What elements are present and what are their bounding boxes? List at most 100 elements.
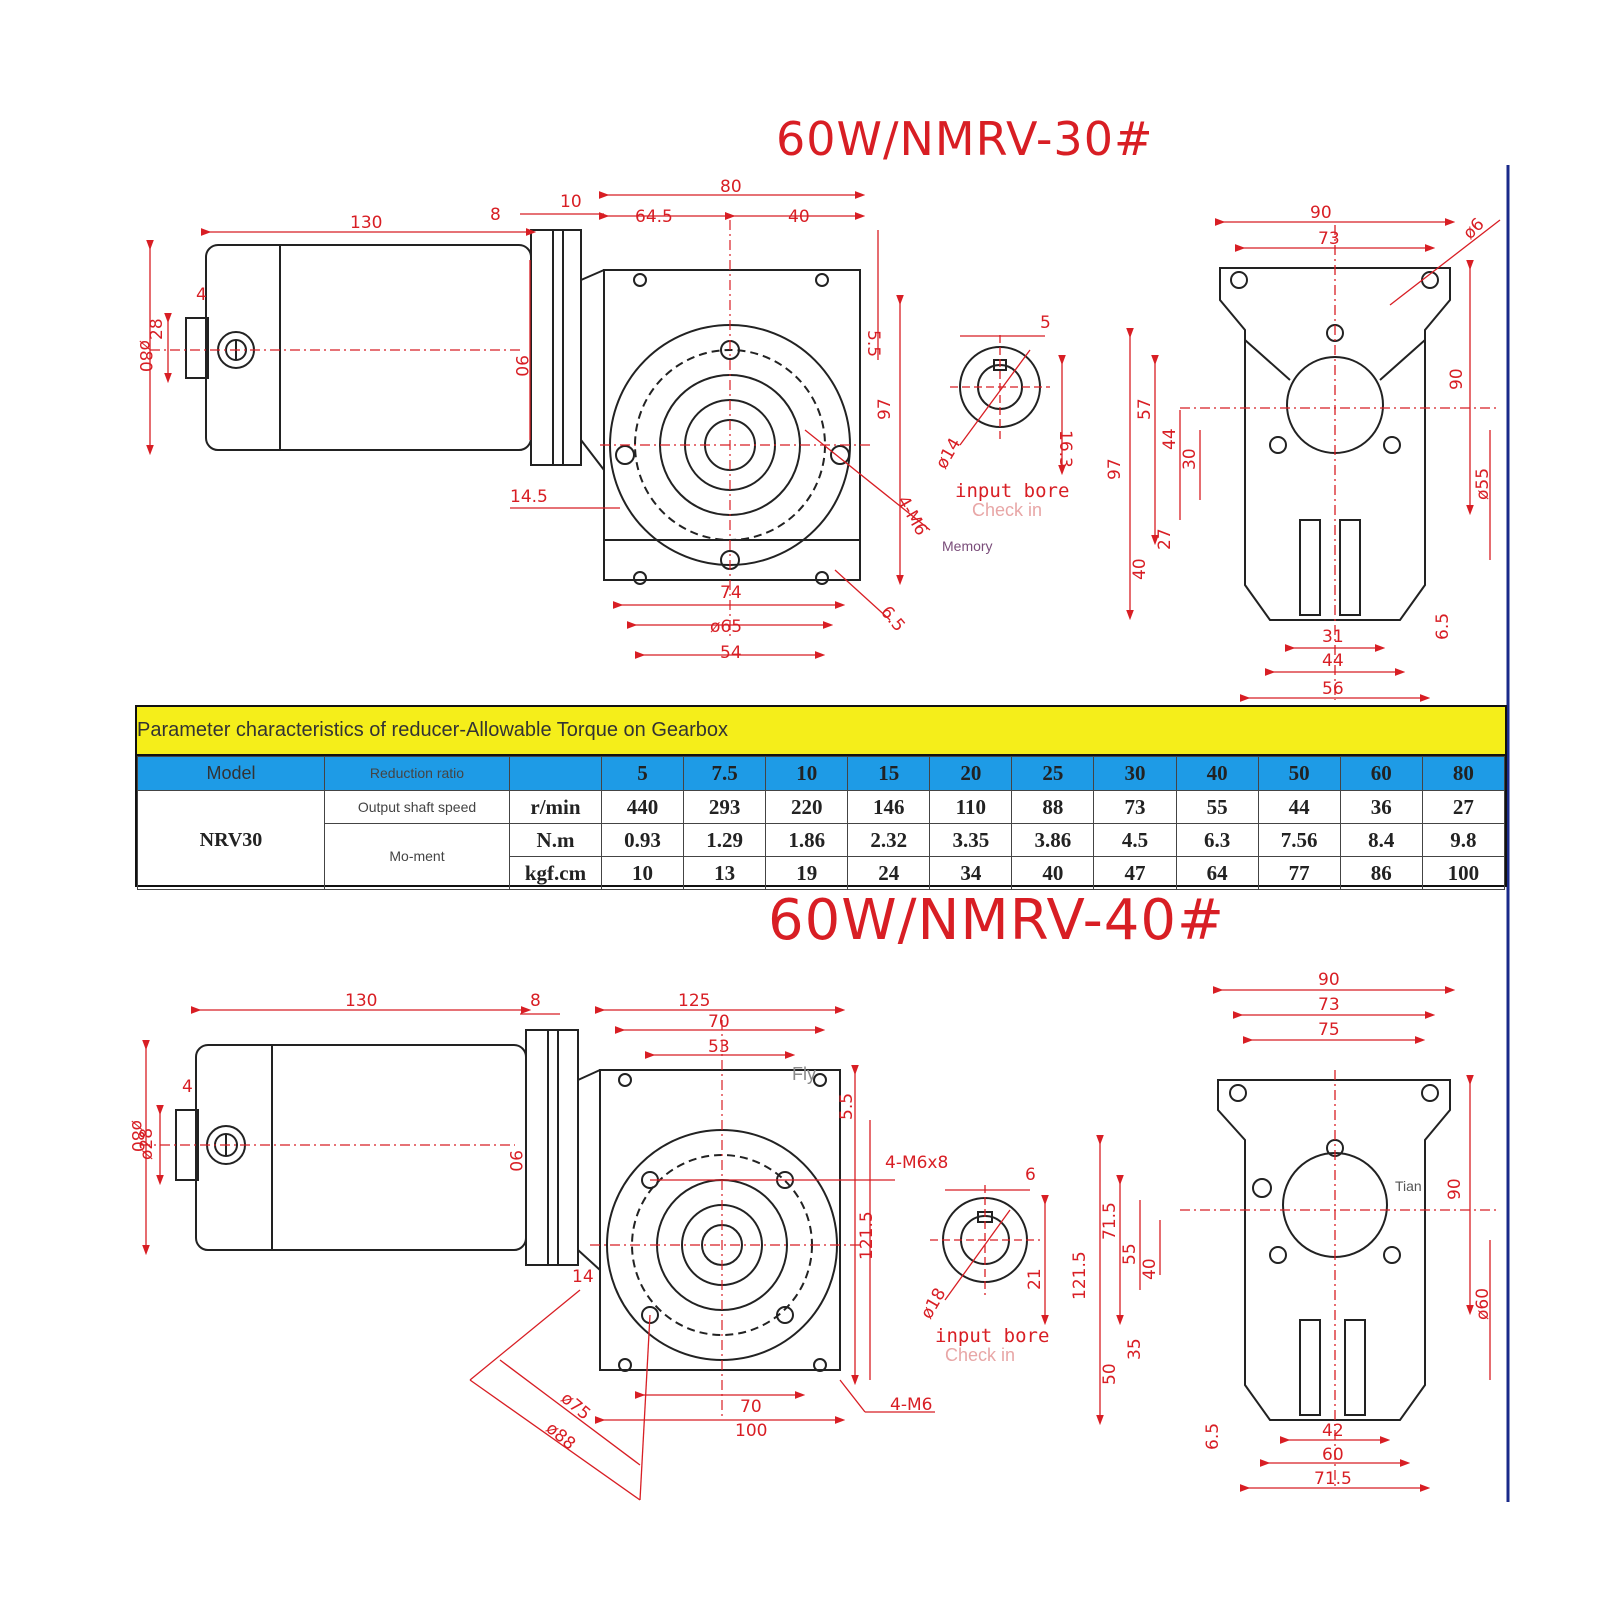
watermark: Fly bbox=[792, 1064, 816, 1084]
dim-label: ø28 bbox=[137, 1128, 157, 1160]
bore-label-30: input bore bbox=[955, 480, 1070, 502]
value-cell: 24 bbox=[847, 856, 931, 890]
dim-label: 27 bbox=[1155, 528, 1175, 550]
dim-label: 44 bbox=[1322, 651, 1344, 671]
value-cell: 4.5 bbox=[1093, 823, 1177, 857]
nmrv40-bore-dims bbox=[930, 1185, 1049, 1326]
value-cell: 55 bbox=[1175, 790, 1259, 824]
row-label: Mo-ment bbox=[324, 823, 510, 890]
dim-label: 71.5 bbox=[1100, 1202, 1120, 1240]
value-cell: 1.29 bbox=[683, 823, 767, 857]
unit-cell: kgf.cm bbox=[509, 856, 602, 890]
model-cell: NRV30 bbox=[137, 790, 325, 890]
dim-label: 40 bbox=[1130, 558, 1150, 580]
table-heading: Parameter characteristics of reducer-All… bbox=[137, 707, 1505, 756]
dim-label: 54 bbox=[720, 643, 742, 663]
nmrv40-front-dims bbox=[1096, 986, 1500, 1492]
dim-label: 5.5 bbox=[863, 330, 883, 357]
dim-label: 125 bbox=[678, 991, 710, 1011]
value-cell: 0.93 bbox=[600, 823, 685, 857]
value-cell: 40 bbox=[1011, 856, 1095, 890]
ratio-cell: 15 bbox=[847, 756, 931, 791]
dim-label: 4-M6x8 bbox=[885, 1153, 948, 1173]
dim-label: 73 bbox=[1318, 229, 1340, 249]
nmrv40-front-view bbox=[1217, 1079, 1451, 1421]
value-cell: 100 bbox=[1421, 856, 1506, 890]
dim-label: 6.5 bbox=[876, 602, 909, 636]
dim-label: ø55 bbox=[1473, 468, 1493, 500]
ratio-cell: 40 bbox=[1175, 756, 1259, 791]
dim-label: 6.5 bbox=[1203, 1423, 1223, 1450]
ratio-cell: 7.5 bbox=[683, 756, 767, 791]
bore-label-40: input bore bbox=[935, 1325, 1050, 1347]
dim-label: 50 bbox=[1100, 1363, 1120, 1385]
ratio-cell: 10 bbox=[765, 756, 849, 791]
dim-label: 90 bbox=[1447, 368, 1467, 390]
dim-label: 4 bbox=[182, 1077, 193, 1097]
dim-label: 6 bbox=[1025, 1165, 1036, 1185]
dim-label: 28 bbox=[147, 318, 167, 340]
dim-label: 121.5 bbox=[857, 1211, 877, 1260]
nmrv40-side-view bbox=[175, 1029, 841, 1372]
dim-label: 97 bbox=[1105, 458, 1125, 480]
dim-label: ø80 bbox=[135, 340, 155, 372]
dim-label: 14 bbox=[572, 1267, 594, 1287]
blank-cell bbox=[509, 756, 602, 791]
torque-table: Model Reduction ratio 5 7.5 10 15 20 25 … bbox=[137, 756, 1506, 890]
dim-label: 16.3 bbox=[1055, 430, 1075, 468]
table-row: NRV30 Output shaft speed r/min 440 293 2… bbox=[137, 790, 1506, 890]
dim-label: ø65 bbox=[710, 617, 742, 637]
dim-label: 60 bbox=[1322, 1445, 1344, 1465]
dim-label: 8 bbox=[530, 991, 541, 1011]
unit-cell: r/min bbox=[509, 790, 602, 824]
ratio-row: Model Reduction ratio 5 7.5 10 15 20 25 … bbox=[137, 756, 1506, 791]
dim-label: 100 bbox=[735, 1421, 767, 1441]
dim-label: ø80 bbox=[127, 1120, 147, 1152]
dim-label: 35 bbox=[1125, 1338, 1145, 1360]
ratio-header: Reduction ratio bbox=[324, 756, 510, 791]
dim-label: ø6 bbox=[1459, 214, 1488, 243]
value-cell: 36 bbox=[1339, 790, 1423, 824]
nmrv30-side-view bbox=[185, 229, 861, 585]
dim-label: 70 bbox=[740, 1397, 762, 1417]
title-nmrv30: 60W/NMRV-30# bbox=[776, 112, 1154, 166]
value-cell: 73 bbox=[1093, 790, 1177, 824]
dim-label: ø75 bbox=[557, 1389, 594, 1425]
nmrv30-front-dims bbox=[1126, 218, 1501, 702]
nmrv30-bore-dims bbox=[950, 335, 1066, 476]
value-cell: 440 bbox=[600, 790, 685, 824]
value-cell: 1.86 bbox=[765, 823, 849, 857]
value-cell: 34 bbox=[929, 856, 1013, 890]
spec-table: Parameter characteristics of reducer-All… bbox=[135, 705, 1507, 890]
dim-label: 4 bbox=[196, 285, 207, 305]
dim-label: 8 bbox=[490, 205, 501, 225]
value-cell: 2.32 bbox=[847, 823, 931, 857]
value-cell: 6.3 bbox=[1175, 823, 1259, 857]
value-cell: 3.35 bbox=[929, 823, 1013, 857]
value-cell: 3.86 bbox=[1011, 823, 1095, 857]
dim-label: 73 bbox=[1318, 995, 1340, 1015]
value-cell: 47 bbox=[1093, 856, 1177, 890]
dim-label: 121.5 bbox=[1070, 1251, 1090, 1300]
ratio-cell: 30 bbox=[1093, 756, 1177, 791]
dim-label: 55 bbox=[1120, 1243, 1140, 1265]
watermark: Memory bbox=[942, 538, 993, 554]
dim-label: 44 bbox=[1160, 428, 1180, 450]
value-cell: 19 bbox=[765, 856, 849, 890]
dim-label: ø14 bbox=[932, 435, 965, 473]
dim-label: 40 bbox=[1140, 1258, 1160, 1280]
value-cell: 13 bbox=[683, 856, 767, 890]
dim-label: 130 bbox=[345, 991, 377, 1011]
dim-label: 71.5 bbox=[1314, 1469, 1352, 1489]
dim-label: ø88 bbox=[542, 1419, 579, 1455]
value-cell: 220 bbox=[765, 790, 849, 824]
dim-label: 74 bbox=[720, 583, 742, 603]
dim-label: 40 bbox=[788, 207, 810, 227]
value-cell: 293 bbox=[683, 790, 767, 824]
title-nmrv40: 60W/NMRV-40# bbox=[768, 888, 1225, 953]
table-row: Mo-ment N.m 0.93 1.29 1.86 2.32 3.35 3.8… bbox=[138, 823, 1506, 890]
ratio-cell: 25 bbox=[1011, 756, 1095, 791]
dim-label: 6.5 bbox=[1433, 613, 1453, 640]
ratio-cell: 20 bbox=[929, 756, 1013, 791]
